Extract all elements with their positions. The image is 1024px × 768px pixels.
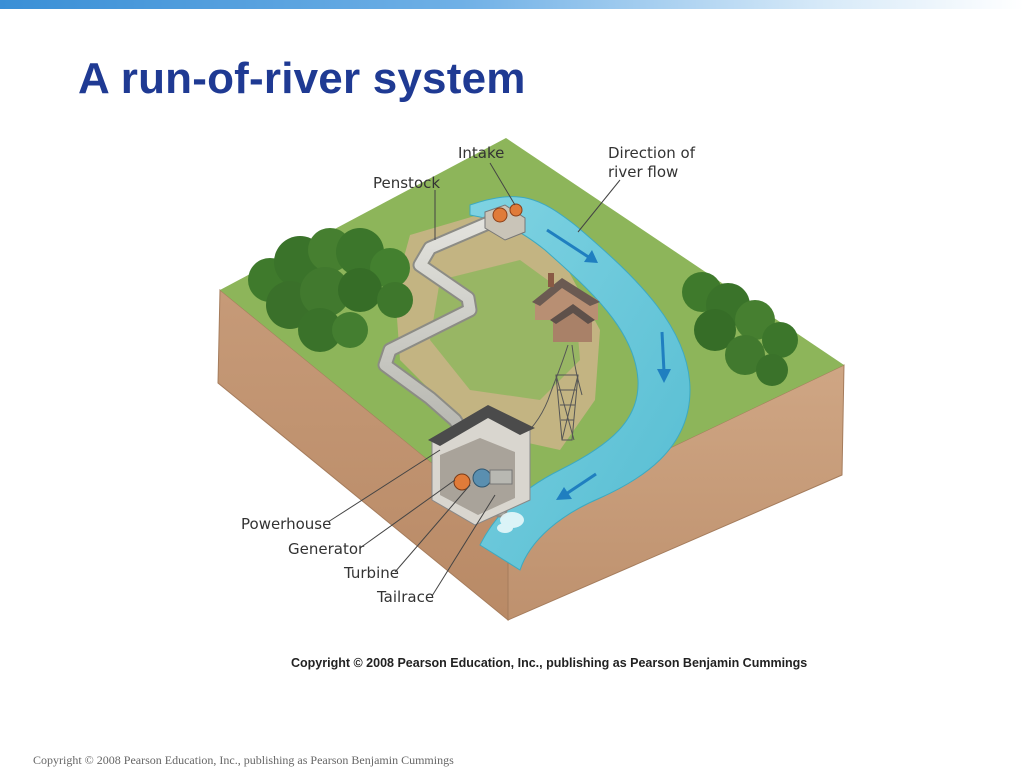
tree-cluster-left — [248, 228, 413, 352]
top-gradient-bar — [0, 0, 1024, 9]
powerhouse-building — [428, 405, 535, 526]
slide-footer: Copyright © 2008 Pearson Education, Inc.… — [33, 753, 454, 767]
label-turbine: Turbine — [343, 564, 399, 582]
tree-cluster-right — [682, 272, 798, 386]
leader-lines — [327, 162, 621, 597]
flow-arrows — [546, 228, 671, 500]
house — [532, 273, 600, 342]
slide-title: A run-of-river system — [78, 54, 526, 103]
label-direction-line1: Direction of — [608, 144, 696, 162]
soil-right-face — [507, 364, 845, 621]
tailrace-splash — [497, 512, 524, 533]
intake-structure — [484, 203, 526, 241]
label-powerhouse: Powerhouse — [241, 515, 331, 533]
label-direction-line2: river flow — [608, 163, 678, 181]
label-generator: Generator — [288, 540, 365, 558]
figure-copyright: Copyright © 2008 Pearson Education, Inc.… — [291, 656, 808, 670]
label-tailrace: Tailrace — [376, 588, 434, 606]
label-penstock: Penstock — [373, 174, 440, 192]
river — [469, 196, 691, 571]
label-intake: Intake — [458, 144, 504, 162]
